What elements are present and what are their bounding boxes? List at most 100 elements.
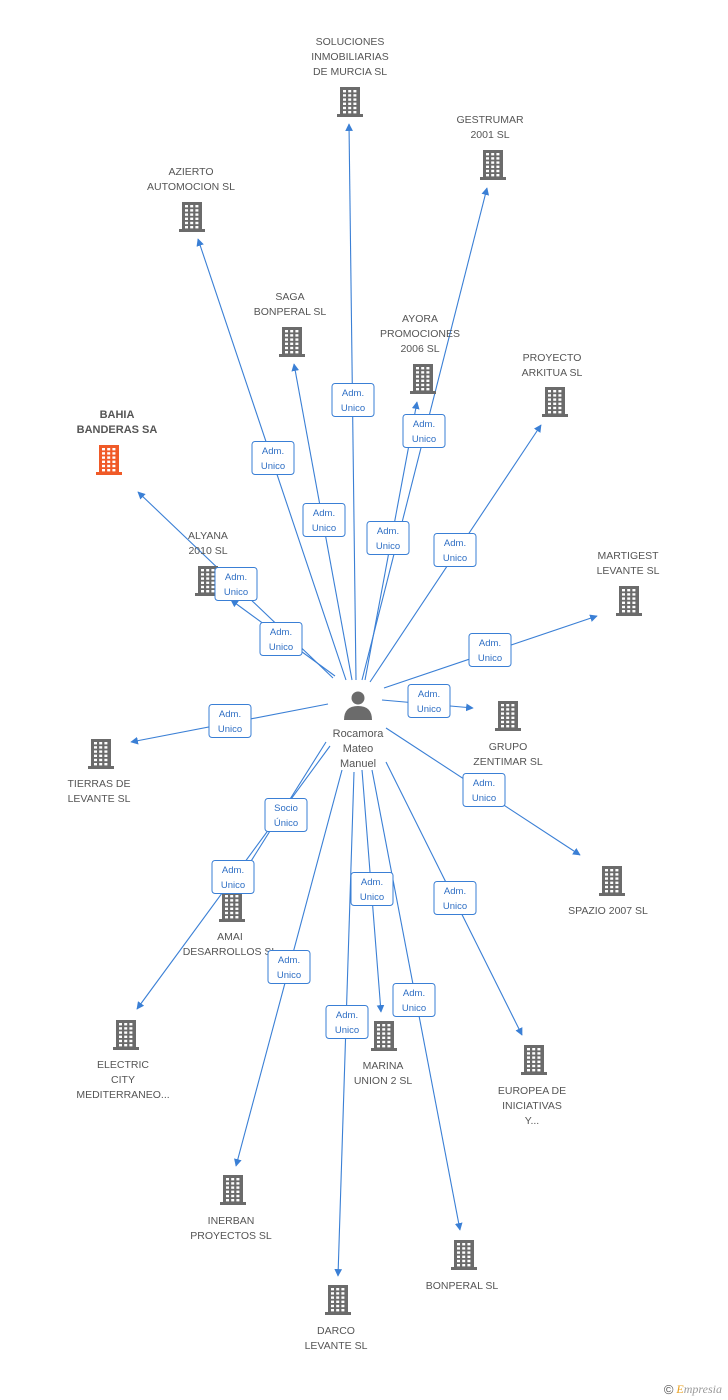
company-name-line: ZENTIMAR SL <box>473 756 543 768</box>
edge-label-soluciones[interactable]: Adm.Unico <box>331 383 375 417</box>
edge-label-grupo[interactable]: Adm.Unico <box>407 684 451 718</box>
company-node-alyana[interactable]: ALYANA 2010 SL <box>188 530 228 596</box>
company-name-line: MARTIGEST <box>597 550 659 562</box>
edge-label-line: Unico <box>224 587 248 598</box>
edge-label-line: Adm. <box>473 778 495 789</box>
edge-label-marina[interactable]: Adm.Unico <box>350 872 394 906</box>
edge-label-line: Unico <box>478 653 502 664</box>
edge-label-line: Unico <box>402 1003 426 1014</box>
building-icon <box>279 327 305 357</box>
building-icon <box>88 739 114 769</box>
edge-label-gestrumar[interactable]: Adm. Unico <box>402 414 446 448</box>
company-name-line: ALYANA <box>188 530 228 542</box>
person-name-line: Rocamora <box>333 728 385 740</box>
company-node-inerban[interactable]: INERBAN PROYECTOS SL <box>190 1175 272 1242</box>
company-name-line: AZIERTO <box>168 166 213 178</box>
edge-label-bahia[interactable]: Adm.Unico <box>214 567 258 601</box>
edge-label-inerban[interactable]: Adm. Unico <box>267 950 311 984</box>
edge-label-azierto[interactable]: Adm.Unico <box>251 441 295 475</box>
building-icon <box>337 87 363 117</box>
company-node-martigest[interactable]: MARTIGEST LEVANTE SL <box>597 550 660 616</box>
edge-label-spazio[interactable]: Adm.Unico <box>462 773 506 807</box>
edge-label-line: Adm. <box>336 1010 358 1021</box>
company-name-line: LEVANTE SL <box>597 565 660 577</box>
company-node-ayora[interactable]: AYORA PROMOCIONES 2006 SL <box>380 313 460 394</box>
company-name-line: EUROPEA DE <box>498 1085 566 1097</box>
company-node-electric[interactable]: ELECTRICCITYMEDITERRANEO... <box>76 1020 170 1101</box>
person-icon <box>344 691 372 720</box>
edge-label-line: Adm. <box>361 877 383 888</box>
edge-label-proyecto[interactable]: Adm.Unico <box>433 533 477 567</box>
building-icon <box>371 1021 397 1051</box>
edge-label-martigest[interactable]: Adm.Unico <box>468 633 512 667</box>
company-name-line: PROYECTOS SL <box>190 1230 272 1242</box>
edge-label-ayora[interactable]: Adm.Unico <box>366 521 410 555</box>
company-name-line: INICIATIVAS <box>502 1100 562 1112</box>
edge-label-line: Unico <box>443 553 467 564</box>
edge-label-electric[interactable]: Adm. Unico <box>211 860 255 894</box>
building-icon <box>599 866 625 896</box>
edge-label-line: Adm. <box>222 865 244 876</box>
building-icon <box>521 1045 547 1075</box>
edge-label-tierras[interactable]: Adm.Unico <box>208 704 252 738</box>
company-name-line: INERBAN <box>208 1215 255 1227</box>
edge-label-line: Adm. <box>262 446 284 457</box>
company-node-bonperal[interactable]: BONPERAL SL <box>426 1240 499 1292</box>
edge-label-line: Adm. <box>278 955 300 966</box>
company-name-line: ARKITUA SL <box>522 367 583 379</box>
edge-label-line: Unico <box>218 724 242 735</box>
edge-label-alyana[interactable]: Adm.Unico <box>259 622 303 656</box>
edge-label-europea[interactable]: Adm.Unico <box>433 881 477 915</box>
edge-label-line: Unico <box>277 970 301 981</box>
empresia-logo: Empresia <box>676 1382 722 1396</box>
edge-label-line: Adm. <box>413 419 435 430</box>
company-name-line: Y... <box>525 1115 539 1127</box>
company-name-line: DE MURCIA SL <box>313 66 387 78</box>
company-node-grupo[interactable]: GRUPO ZENTIMAR SL <box>473 701 543 768</box>
edge-label-line: Unico <box>412 434 436 445</box>
company-name-line: ELECTRIC <box>97 1059 149 1071</box>
edge-label-line: Adm. <box>313 508 335 519</box>
company-node-europea[interactable]: EUROPEA DE INICIATIVAS Y... <box>498 1045 566 1127</box>
footer-brand: © Empresia <box>664 1382 722 1397</box>
company-name-line: BONPERAL SL <box>426 1280 499 1292</box>
edge-label-line: Unico <box>376 541 400 552</box>
company-name-line: AYORA <box>402 313 438 325</box>
building-icon <box>219 892 245 922</box>
company-name-line: SPAZIO 2007 SL <box>568 905 648 917</box>
building-icon <box>179 202 205 232</box>
company-name-line: DARCO <box>317 1325 355 1337</box>
edge-label-line: Unico <box>221 880 245 891</box>
edge-label-saga[interactable]: Adm. Unico <box>302 503 346 537</box>
company-name-line: CITY <box>111 1074 135 1086</box>
company-name-line: 2010 SL <box>188 545 227 557</box>
company-node-spazio[interactable]: SPAZIO 2007 SL <box>568 866 648 917</box>
company-name-line: PROMOCIONES <box>380 328 460 340</box>
edge-label-line: Unico <box>417 704 441 715</box>
edge-label-line: Adm. <box>403 988 425 999</box>
edge-label-line: Unico <box>312 523 336 534</box>
company-name-line: GRUPO <box>489 741 528 753</box>
building-icon <box>451 1240 477 1270</box>
edge-label-bonperal[interactable]: Adm. Unico <box>392 983 436 1017</box>
edge-label-darco[interactable]: Adm.Unico <box>325 1005 369 1039</box>
building-icon <box>96 445 122 475</box>
building-icon <box>220 1175 246 1205</box>
copyright-symbol: © <box>663 1382 674 1397</box>
company-name-line: 2006 SL <box>400 343 439 355</box>
company-name-line: DESARROLLOS SL <box>183 946 278 958</box>
